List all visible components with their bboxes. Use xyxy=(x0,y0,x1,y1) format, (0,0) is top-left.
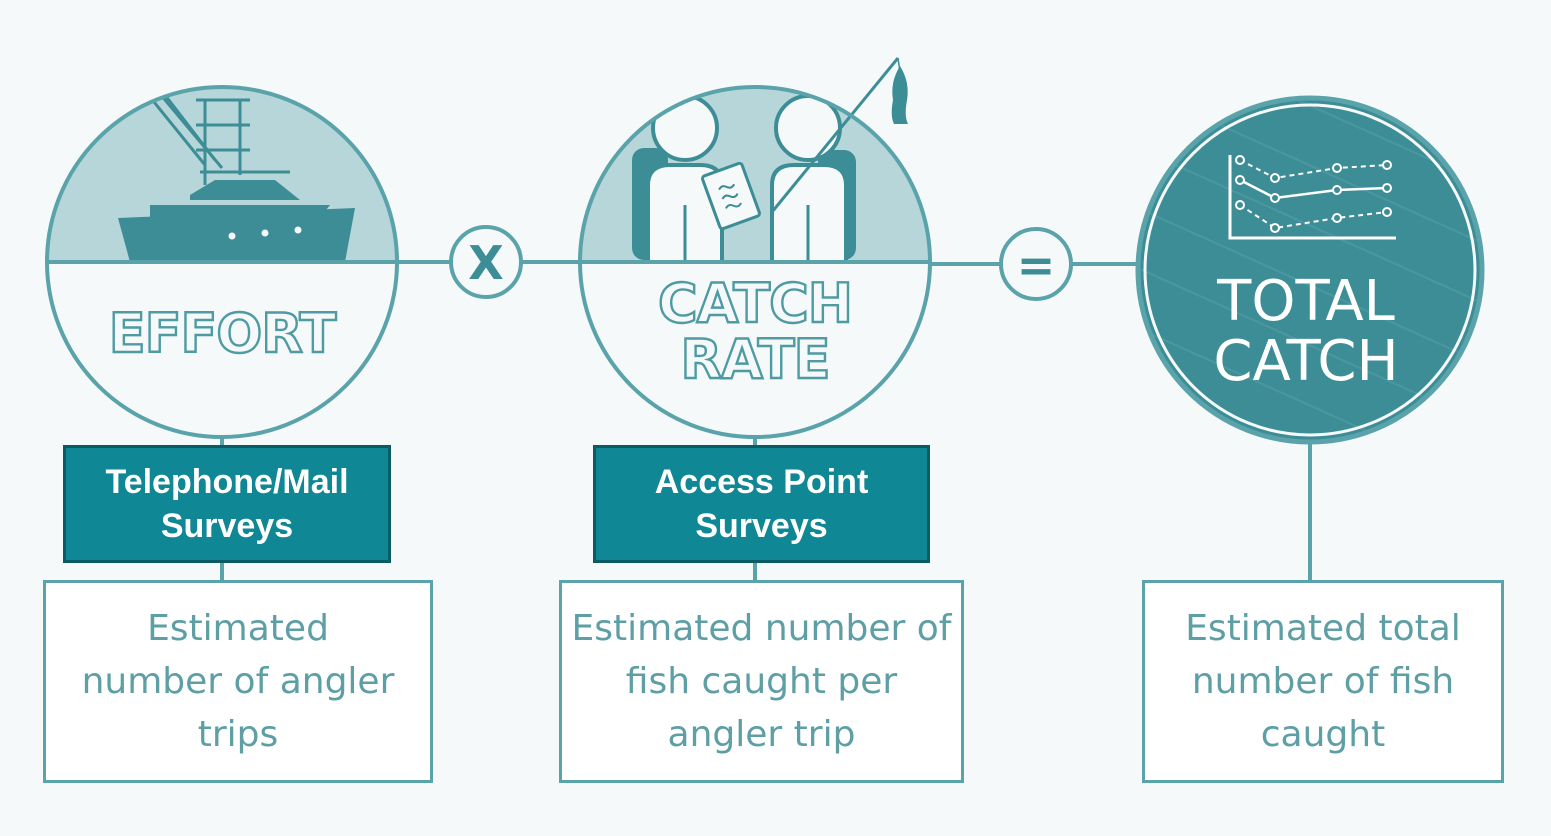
catch-rate-description-line-1: Estimated number of xyxy=(571,608,952,649)
total-catch-title-line-2: CATCH xyxy=(1213,329,1398,394)
total-catch-description-box: Estimated total number of fish caught xyxy=(1142,580,1504,783)
catch-rate-title-line-2: RATE xyxy=(681,328,830,391)
multiply-operator: X xyxy=(449,225,523,299)
effort-survey-box: Telephone/Mail Surveys xyxy=(63,445,391,563)
total-catch-description-line-3: caught xyxy=(1260,714,1386,755)
multiply-symbol: X xyxy=(468,236,503,290)
catch-rate-survey-line-1: Access Point xyxy=(654,463,869,501)
effort-survey-line-1: Telephone/Mail xyxy=(105,463,349,501)
effort-description-line-3: trips xyxy=(197,714,279,755)
line-chart-icon xyxy=(1228,155,1396,240)
catch-rate-survey-box: Access Point Surveys xyxy=(593,445,930,563)
fishing-boat-icon xyxy=(118,87,355,262)
equals-operator: = xyxy=(999,227,1073,301)
effort-survey-line-2: Surveys xyxy=(160,507,294,545)
catch-rate-description-line-2: fish caught per xyxy=(625,661,898,702)
effort-description-box: Estimated number of angler trips xyxy=(43,580,433,783)
effort-description-line-2: number of angler xyxy=(81,661,395,702)
total-catch-description-line-2: number of fish xyxy=(1191,661,1455,702)
total-catch-description-line-1: Estimated total xyxy=(1185,608,1461,649)
catch-rate-title-line-1: CATCH xyxy=(658,272,852,335)
equals-symbol: = xyxy=(1017,238,1056,292)
catch-rate-description-line-3: angler trip xyxy=(667,714,856,755)
surveyor-and-angler-icon xyxy=(632,57,908,264)
total-catch-title-line-1: TOTAL xyxy=(1216,269,1395,334)
catch-rate-circle: CATCH RATE xyxy=(578,57,932,439)
connector-lines xyxy=(220,260,1312,582)
effort-title: EFFORT xyxy=(109,302,337,365)
total-catch-circle: TOTAL CATCH xyxy=(1135,95,1485,445)
catch-rate-description-box: Estimated number of fish caught per angl… xyxy=(559,580,964,783)
effort-circle: EFFORT xyxy=(45,85,399,439)
effort-description-line-1: Estimated xyxy=(147,608,329,649)
catch-rate-survey-line-2: Surveys xyxy=(695,507,828,545)
